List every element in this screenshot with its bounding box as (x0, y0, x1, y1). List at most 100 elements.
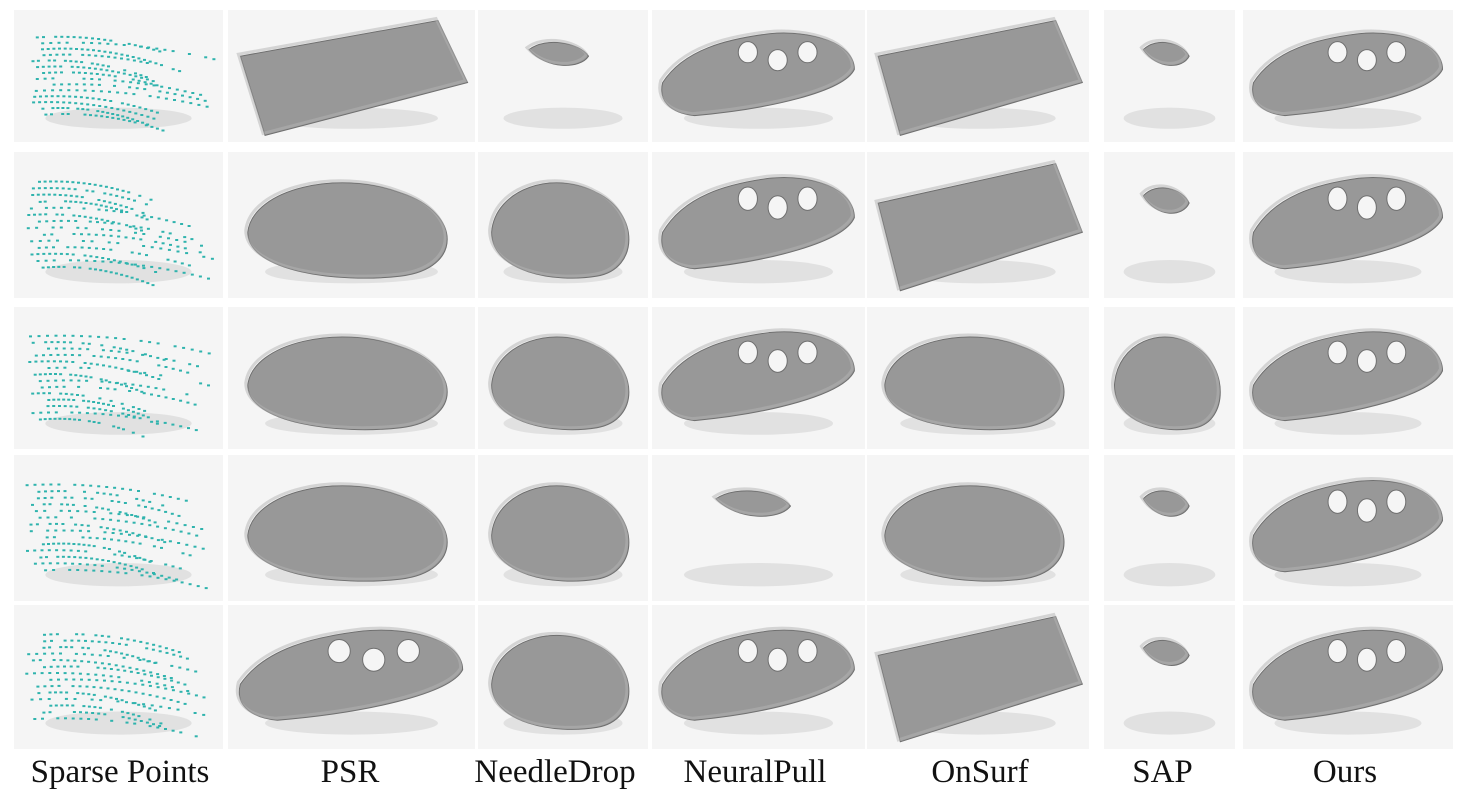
point (93, 260, 97, 262)
point (130, 276, 134, 279)
point (52, 542, 56, 545)
point (176, 708, 180, 711)
mesh-surface (1139, 184, 1190, 214)
point (64, 717, 67, 720)
point (127, 555, 131, 558)
point (54, 347, 58, 350)
point (176, 700, 180, 703)
point (52, 405, 56, 407)
point (73, 483, 77, 486)
point (37, 187, 41, 190)
point (67, 555, 71, 558)
point (107, 560, 110, 562)
point (38, 373, 42, 376)
point (89, 216, 93, 219)
point (107, 258, 110, 261)
point (170, 664, 174, 667)
point (47, 193, 51, 196)
point (164, 97, 168, 100)
point (90, 83, 94, 86)
point (59, 219, 63, 222)
point (61, 53, 65, 56)
point (152, 643, 156, 646)
point (97, 421, 101, 424)
mesh-surface (881, 333, 1065, 431)
point (97, 485, 101, 488)
render-sparse-row-1 (14, 10, 223, 142)
point (125, 275, 129, 278)
point (52, 246, 55, 249)
render-needledrop-row-1 (478, 10, 648, 142)
point (110, 107, 114, 109)
render-image (31, 35, 216, 132)
point (60, 704, 64, 707)
point (120, 699, 124, 702)
point (84, 556, 88, 559)
point (133, 702, 137, 705)
point (106, 111, 110, 114)
point (89, 362, 93, 365)
point (135, 360, 139, 363)
point (134, 227, 138, 230)
mesh-hole (767, 647, 788, 672)
point (62, 398, 66, 401)
point (95, 363, 99, 366)
render-sap-row-4 (1104, 455, 1235, 601)
point (150, 109, 154, 112)
point (66, 659, 70, 662)
point (180, 262, 184, 265)
point (77, 639, 81, 642)
point (65, 253, 69, 256)
point (67, 542, 71, 545)
point (41, 562, 45, 565)
point (94, 54, 98, 57)
render-sparse-row-2 (14, 152, 223, 298)
point (153, 709, 157, 712)
point (120, 402, 124, 405)
point-cloud (31, 35, 216, 132)
point (199, 350, 203, 353)
render-image (25, 483, 208, 590)
point (59, 509, 63, 512)
point (54, 516, 58, 519)
point (103, 531, 107, 534)
point (125, 721, 129, 724)
point (42, 36, 45, 39)
render-image (874, 612, 1084, 743)
point (168, 87, 171, 90)
point (91, 190, 95, 193)
point (156, 576, 160, 579)
point (99, 699, 103, 702)
point (108, 201, 112, 204)
point (115, 494, 119, 497)
point (69, 549, 73, 552)
point (80, 102, 84, 105)
point (115, 697, 118, 700)
point (107, 635, 111, 638)
point (75, 83, 79, 86)
point (145, 78, 149, 81)
point (56, 353, 60, 356)
point (156, 342, 160, 345)
point (94, 673, 98, 676)
point (63, 417, 67, 420)
point (145, 62, 149, 64)
mesh-surface (236, 16, 469, 137)
point (149, 560, 153, 562)
point (59, 226, 63, 229)
point (87, 718, 91, 720)
point (31, 392, 35, 395)
point (100, 564, 104, 567)
point (152, 573, 156, 576)
point (109, 261, 113, 264)
point (172, 221, 176, 224)
point (210, 257, 214, 260)
shadow (503, 107, 623, 129)
point (63, 334, 66, 337)
point (36, 59, 40, 62)
point (51, 77, 55, 80)
point (44, 213, 48, 216)
point (100, 55, 104, 58)
mesh-hole (1356, 498, 1377, 523)
point (127, 197, 131, 200)
